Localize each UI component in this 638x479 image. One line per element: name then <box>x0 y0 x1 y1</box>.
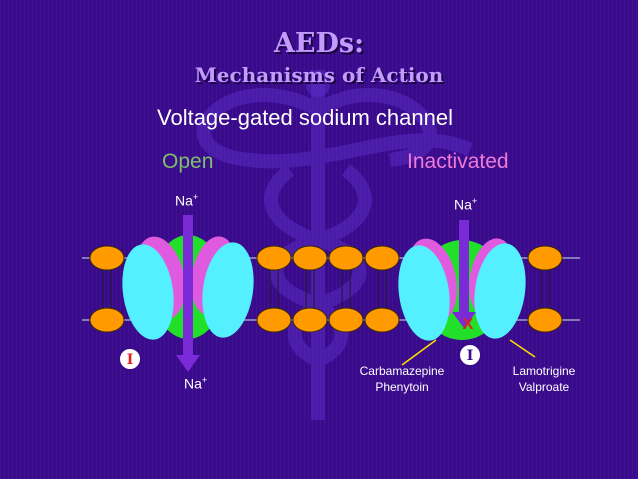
open-gate-symbol: I <box>127 352 134 368</box>
lipid-head <box>328 245 364 271</box>
diagram-heading: Voltage-gated sodium channel <box>157 105 453 130</box>
drug-name: Carbamazepine <box>359 364 445 378</box>
lipid-heads-outer <box>89 245 563 271</box>
open-channel: I <box>118 215 254 372</box>
inactivated-channel-subunit-cyan <box>398 245 450 341</box>
drug-name: Valproate <box>518 380 570 394</box>
slide-title: AEDs: <box>273 28 365 59</box>
inactivation-gate-icon: I <box>458 343 482 367</box>
inactivated-channel: X I <box>398 220 536 367</box>
lipid-head <box>89 245 125 271</box>
lipid-heads-inner <box>89 307 563 333</box>
lipid-head <box>328 307 364 333</box>
drug-list-left: Carbamazepine Phenytoin <box>352 363 452 395</box>
open-channel-subunit-cyan <box>202 242 254 338</box>
open-ion-path <box>183 215 193 355</box>
lipid-head <box>292 245 328 271</box>
sodium-ion-label-outer-inactivated: Na+ <box>454 196 478 213</box>
open-state-label: Open <box>162 150 214 173</box>
open-ion-arrowhead <box>176 355 200 372</box>
open-channel-subunit-cyan <box>122 244 174 340</box>
drug-name: Phenytoin <box>375 380 429 394</box>
pointer-right-drugs <box>509 339 536 358</box>
block-x-icon: X <box>463 316 474 333</box>
lipid-head <box>364 245 400 271</box>
lipid-tails <box>102 270 550 308</box>
inactivated-state-label: Inactivated <box>407 150 509 173</box>
drug-list-right: Lamotrigine Valproate <box>500 363 588 395</box>
lipid-head <box>527 307 563 333</box>
sodium-ion-label-outer-open: Na+ <box>175 192 199 209</box>
lipid-head <box>256 307 292 333</box>
lipid-head <box>256 245 292 271</box>
lipid-head <box>527 245 563 271</box>
lipid-head <box>292 307 328 333</box>
inactivation-gate-symbol: I <box>467 348 474 364</box>
inactivated-ion-arrowhead <box>452 312 476 328</box>
open-gate-icon: I <box>118 347 142 371</box>
inactivated-channel-subunit-cyan <box>474 243 526 339</box>
inactivated-ion-path <box>459 220 469 312</box>
lipid-head <box>364 307 400 333</box>
sodium-ion-label-inner-open: Na+ <box>184 375 208 392</box>
pointer-left-drugs <box>401 339 437 366</box>
lipid-head <box>89 307 125 333</box>
slide-subtitle: Mechanisms of Action <box>194 63 444 87</box>
drug-name: Lamotrigine <box>512 364 576 378</box>
